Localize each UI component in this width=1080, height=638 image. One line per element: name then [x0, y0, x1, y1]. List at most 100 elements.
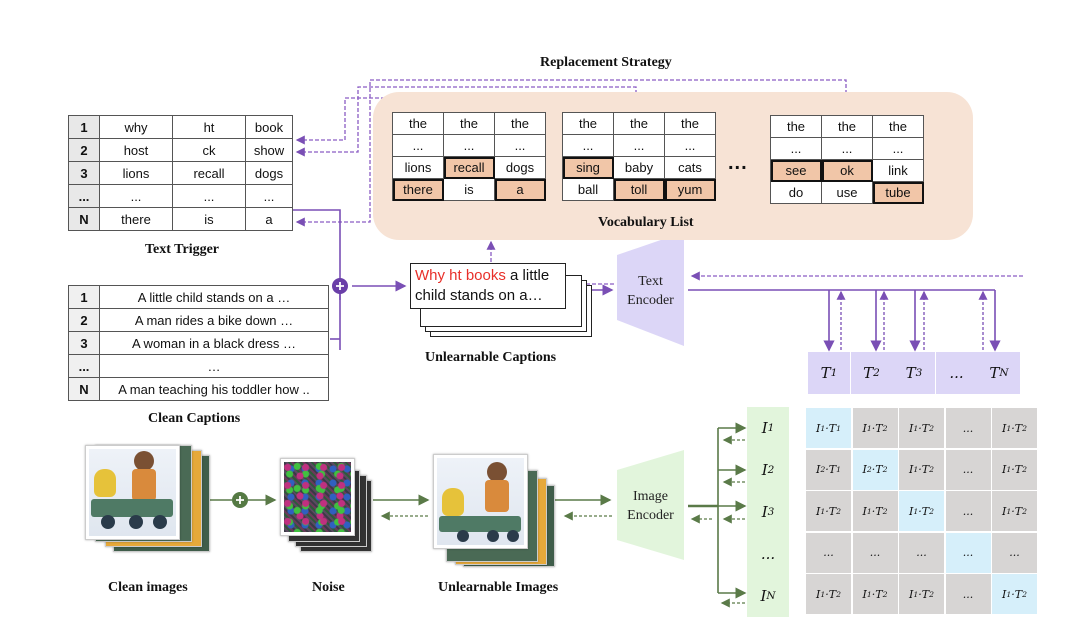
- dot-operator: ·: [918, 421, 922, 435]
- trigger-word: ...: [172, 184, 246, 208]
- vocab-word: the: [443, 112, 495, 135]
- image-symbol: I: [862, 421, 867, 435]
- text-index: 2: [1022, 465, 1027, 474]
- image-encoder: Image Encoder: [617, 487, 684, 525]
- image-index: 1: [866, 589, 872, 599]
- vocab-word-selected: there: [392, 178, 444, 201]
- text-encoder: Text Encoder: [617, 272, 684, 310]
- vocab-word: the: [613, 112, 665, 135]
- text-symbol: T: [1014, 587, 1023, 601]
- image-index: 1: [866, 506, 872, 516]
- text-symbol: T: [875, 504, 883, 518]
- trigger-word: why: [99, 115, 173, 139]
- caption-text: A little child stands on a …: [99, 285, 329, 309]
- trigger-word: ht: [172, 115, 246, 139]
- vocab-word: the: [494, 112, 546, 135]
- image-symbol: I: [815, 421, 821, 435]
- matrix-cell: ...: [945, 574, 991, 614]
- trigger-word: ck: [172, 138, 246, 162]
- vocab-word: ...: [770, 137, 822, 160]
- vocab-word-selected: tube: [872, 181, 924, 204]
- unlearnable-captions-title: Unlearnable Captions: [425, 350, 557, 365]
- image-index: 1: [1006, 506, 1012, 516]
- text-embedding-cell: ...: [935, 352, 978, 394]
- toy-boy-head: [134, 451, 154, 471]
- vocab-word: the: [821, 115, 873, 138]
- embedding-symbol: ...: [949, 364, 964, 382]
- trigger-word: lions: [99, 161, 173, 185]
- text-symbol: T: [875, 421, 883, 435]
- text-symbol: T: [921, 587, 930, 601]
- text-index: 2: [882, 465, 888, 474]
- vocab-word: ...: [494, 134, 546, 157]
- row-index: 2: [68, 308, 100, 332]
- caption-rest-line1: a little: [505, 267, 550, 284]
- image-encoder-label-2: Encoder: [627, 508, 674, 523]
- embedding-symbol: I: [760, 587, 767, 605]
- text-index: 2: [882, 506, 888, 516]
- vocab-word: dogs: [494, 156, 546, 179]
- vocab-word: ...: [392, 134, 444, 157]
- image-index: 1: [820, 589, 826, 599]
- text-index: 2: [1022, 589, 1027, 599]
- vocab-word-selected: ok: [821, 159, 873, 182]
- dot-operator: ·: [1011, 504, 1015, 518]
- vocab-row: .........: [562, 134, 716, 157]
- noise-title: Noise: [312, 580, 345, 595]
- image-index: 1: [913, 506, 919, 516]
- caption-text: A woman in a black dress …: [99, 331, 329, 355]
- vocab-word: ball: [562, 178, 614, 201]
- trigger-word: show: [245, 138, 293, 162]
- image-index: 1: [913, 465, 919, 474]
- dot-operator: ·: [918, 463, 922, 476]
- text-symbol: T: [921, 463, 930, 476]
- vocab-word: ...: [443, 134, 495, 157]
- vocab-word: cats: [664, 156, 716, 179]
- image-index: 1: [913, 423, 919, 433]
- unlearnable-images-title: Unlearnable Images: [438, 580, 559, 595]
- caption-line2: child stands on a…: [415, 287, 543, 304]
- clean-caption-row: ...…: [68, 354, 329, 378]
- vocab-word: the: [392, 112, 444, 135]
- embedding-index: N: [999, 367, 1009, 379]
- dot-operator: ·: [1011, 421, 1015, 435]
- image-symbol: I: [815, 587, 821, 601]
- vocab-word: ...: [613, 134, 665, 157]
- text-index: 1: [836, 465, 841, 474]
- dot-operator: ·: [1011, 587, 1015, 601]
- image-symbol: I: [1001, 587, 1007, 601]
- caption-text: A man rides a bike down …: [99, 308, 329, 332]
- vocab-word: lions: [392, 156, 444, 179]
- text-symbol: T: [921, 421, 930, 435]
- image-embedding-cell: ...: [747, 533, 789, 575]
- text-index: 2: [929, 465, 934, 474]
- text-symbol: T: [1014, 421, 1023, 435]
- row-index: ...: [68, 184, 100, 208]
- text-trigger-row: ............: [68, 184, 293, 208]
- embedding-symbol: T: [820, 364, 831, 382]
- trigger-word: is: [172, 207, 246, 231]
- text-symbol: T: [1014, 463, 1023, 476]
- vocab-word-selected: recall: [443, 156, 495, 179]
- unlearnable-image: [433, 454, 528, 549]
- image-index: 1: [866, 423, 872, 433]
